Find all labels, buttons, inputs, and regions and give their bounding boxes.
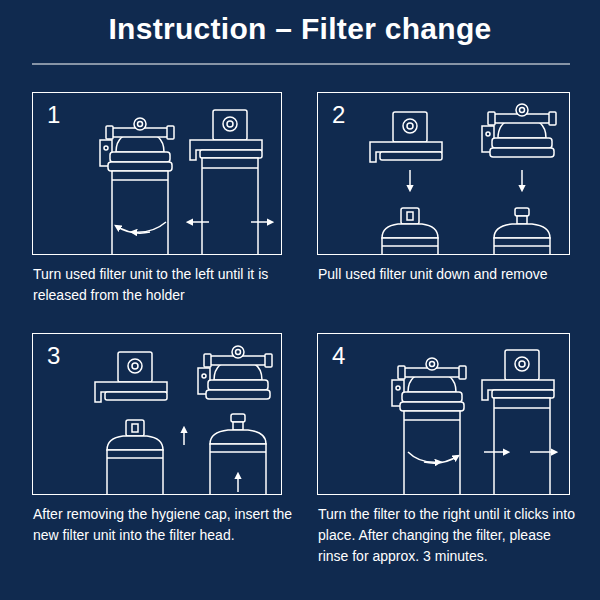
step-caption: Turn the filter to the right until it cl…	[318, 504, 580, 567]
step-panel: 2Pull used filter unit down and remove	[317, 92, 570, 255]
step-2-illustration	[370, 104, 556, 254]
title-rule	[32, 64, 570, 65]
step-caption: Pull used filter unit down and remove	[318, 264, 580, 285]
title: Instruction – Filter change	[0, 12, 600, 46]
step-3-illustration	[95, 346, 272, 494]
step-number: 4	[332, 342, 345, 370]
step-1-illustration	[100, 110, 272, 254]
step-panel: 1Turn used filter unit to the left until…	[32, 92, 282, 255]
step-caption: Turn used filter unit to the left until …	[33, 264, 295, 306]
step-number: 2	[332, 101, 345, 129]
step-caption: After removing the hygiene cap, insert t…	[33, 504, 295, 546]
step-number: 3	[47, 342, 60, 370]
step-panel: 4Turn the filter to the right until it c…	[317, 333, 570, 495]
step-4-illustration	[392, 350, 556, 494]
step-number: 1	[47, 101, 60, 129]
step-panel: 3After removing the hygiene cap, insert …	[32, 333, 282, 495]
